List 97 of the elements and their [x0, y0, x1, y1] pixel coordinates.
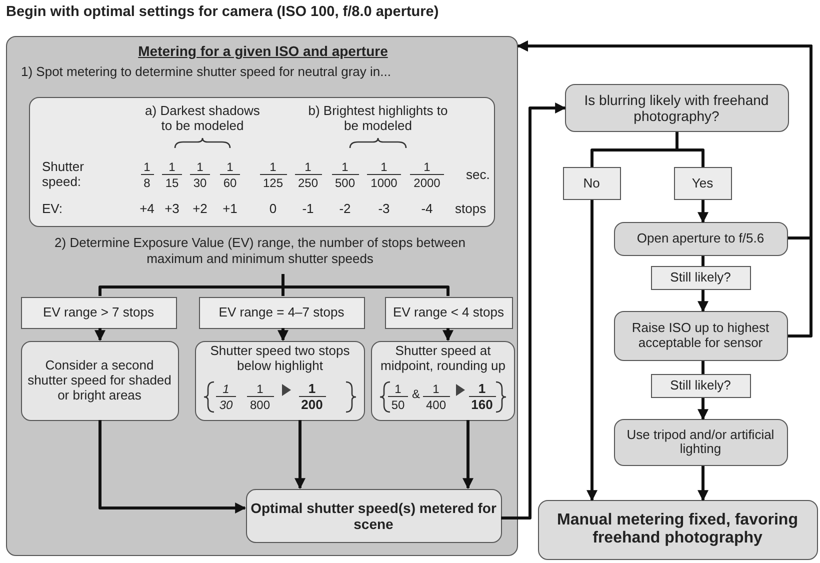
condition-box [385, 297, 513, 329]
fraction-numerator: 1 [162, 160, 182, 175]
question-box [651, 266, 751, 290]
ev-value: +1 [222, 202, 238, 217]
process-box [614, 419, 788, 466]
fraction-denominator: 250 [296, 176, 320, 190]
box-text: Optimal shutter speed(s) metered for scene [250, 500, 498, 532]
box-text: Still likely? [669, 270, 732, 286]
arrow [516, 40, 812, 338]
process-box [371, 341, 515, 421]
fraction-denominator: 125 [262, 176, 284, 190]
box-text: EV range = 4–7 stops [218, 306, 346, 320]
fraction-numerator: 1 [216, 382, 236, 397]
fraction-denominator: 800 [248, 398, 272, 412]
answer-box [674, 167, 732, 200]
box-text: Still likely? [669, 378, 732, 394]
box-text: Raise ISO up to highest acceptable for sensor [630, 321, 770, 351]
condition-box [21, 297, 177, 329]
unit-label: sec. [466, 168, 490, 183]
fraction-numerator: 1 [367, 160, 401, 175]
result-box [538, 500, 818, 560]
fraction-numerator: 1 [260, 160, 286, 175]
ev-value: -4 [420, 202, 434, 217]
row-label: EV: [42, 202, 62, 217]
panel-heading: Metering for a given ISO and aperture [137, 43, 389, 60]
ev-value: 0 [268, 202, 278, 217]
column-heading: a) Darkest shadows to be modeled [144, 104, 261, 134]
column-heading: b) Brightest highlights to be modeled [308, 104, 448, 134]
ev-value: +4 [138, 202, 156, 217]
arrow [698, 466, 708, 502]
fraction-denominator: 500 [334, 176, 356, 190]
box-text: Shutter speed two stops below highlight [209, 344, 351, 374]
fraction-denominator: 30 [218, 398, 234, 412]
arrow [698, 398, 708, 420]
box-text: Open aperture to f/5.6 [636, 232, 766, 246]
title: Begin with optimal settings for camera (ISO 100, f/8.0 aperture) [6, 4, 439, 21]
arrow [278, 328, 288, 342]
table-panel [29, 97, 495, 227]
arrow [462, 420, 474, 490]
fraction-denominator: 1000 [370, 176, 398, 190]
fraction-numerator: 1 [190, 160, 210, 175]
box-text: Yes [690, 176, 714, 191]
fraction-numerator: 1 [468, 382, 496, 397]
step-text: 2) Determine Exposure Value (EV) range, the number of stops between maximum and minimum shutter speeds [27, 235, 493, 275]
box-text: EV range < 4 stops [392, 306, 505, 320]
box-text: No [582, 176, 601, 191]
panel [6, 36, 518, 556]
process-box [21, 341, 179, 421]
fraction-denominator: 15 [164, 176, 180, 190]
arrow [698, 290, 708, 312]
fraction-numerator: 1 [332, 160, 358, 175]
fraction-denominator: 60 [222, 176, 238, 190]
arrow [501, 102, 566, 520]
formula-text: & [412, 388, 420, 402]
arrow [294, 420, 306, 490]
arrow [94, 328, 106, 342]
answer-box [563, 167, 621, 200]
fraction-denominator: 160 [470, 398, 494, 412]
ev-value: +3 [164, 202, 180, 217]
fraction-denominator: 30 [192, 176, 208, 190]
step-text: 1) Spot metering to determine shutter speed for neutral gray in... [21, 65, 391, 80]
box-text: Manual metering fixed, favoring freehand photography [556, 512, 799, 548]
fraction-denominator: 8 [142, 176, 152, 190]
fraction-numerator: 1 [388, 382, 408, 397]
unit-label: stops [455, 202, 486, 217]
box-text: EV range > 7 stops [42, 306, 155, 320]
fraction-numerator: 1 [422, 382, 450, 397]
ev-value: -2 [338, 202, 352, 217]
fraction-numerator: 1 [140, 160, 154, 175]
row-label: Shutter speed: [42, 160, 85, 190]
fraction-denominator: 2000 [412, 176, 442, 190]
box-text: Use tripod and/or artificial lighting [626, 428, 776, 458]
box-text: Is blurring likely with freehand photography? [583, 92, 770, 124]
arrow [698, 200, 708, 224]
arrow [586, 200, 598, 502]
fraction-denominator: 50 [390, 398, 406, 412]
ev-value: -3 [377, 202, 391, 217]
condition-box [199, 297, 365, 329]
box-text: Shutter speed at midpoint, rounding up [379, 344, 507, 374]
fraction-numerator: 1 [410, 160, 444, 175]
ev-value: +2 [192, 202, 208, 217]
fraction-denominator: 200 [300, 398, 324, 412]
arrow [98, 420, 246, 514]
box-text: Consider a second shutter speed for shaded or bright areas [26, 358, 172, 404]
question-box [651, 374, 751, 398]
arrow [442, 328, 454, 342]
fraction-numerator: 1 [298, 382, 326, 397]
fraction-numerator: 1 [246, 382, 274, 397]
process-box [195, 341, 365, 421]
fraction-numerator: 1 [220, 160, 240, 175]
ev-value: -1 [301, 202, 315, 217]
fraction-numerator: 1 [294, 160, 322, 175]
decision-box [565, 84, 789, 132]
fraction-denominator: 400 [424, 398, 448, 412]
result-box [246, 489, 502, 543]
process-box [614, 311, 788, 361]
process-box [614, 222, 788, 256]
